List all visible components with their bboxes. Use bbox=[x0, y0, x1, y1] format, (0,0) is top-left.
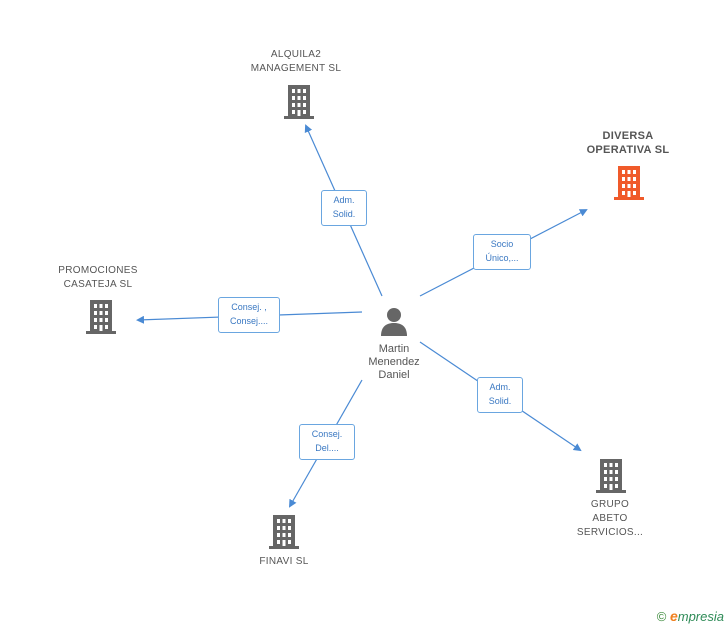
company-name-line: CASATEJA SL bbox=[63, 279, 133, 290]
relation-text: Adm. bbox=[333, 195, 355, 205]
copyright-icon: © bbox=[656, 609, 667, 624]
building-icon[interactable] bbox=[596, 459, 626, 493]
building-icon[interactable] bbox=[284, 85, 314, 119]
company-label-finavi[interactable]: FINAVI SL bbox=[234, 555, 334, 569]
building-icon[interactable] bbox=[269, 515, 299, 549]
relation-label-promociones[interactable]: Consej. , Consej.... bbox=[218, 297, 280, 333]
person-label[interactable]: Martin Menendez Daniel bbox=[346, 343, 442, 382]
company-label-alquila2[interactable]: ALQUILA2 MANAGEMENT SL bbox=[238, 48, 354, 76]
company-name-line: FINAVI SL bbox=[259, 556, 309, 567]
relation-text: Consej.... bbox=[229, 316, 269, 326]
company-label-diversa[interactable]: DIVERSA OPERATIVA SL bbox=[568, 129, 688, 157]
person-name-line: Daniel bbox=[378, 369, 410, 381]
company-name-line: ALQUILA2 bbox=[270, 49, 322, 60]
company-name-line: SERVICIOS... bbox=[576, 527, 644, 538]
relation-text: Consej. , bbox=[231, 302, 267, 312]
brand-footer[interactable]: © empresia bbox=[657, 608, 724, 624]
person-name-line: Martin bbox=[378, 343, 410, 355]
relation-text: Solid. bbox=[488, 396, 512, 406]
company-label-promociones[interactable]: PROMOCIONES CASATEJA SL bbox=[42, 264, 154, 292]
relation-label-grupo[interactable]: Adm. Solid. bbox=[477, 377, 523, 413]
person-icon[interactable] bbox=[379, 306, 409, 336]
brand-logo-rest: mpresia bbox=[677, 609, 724, 624]
relation-label-finavi[interactable]: Consej. Del.... bbox=[299, 424, 355, 460]
relation-text: Consej. bbox=[311, 429, 343, 439]
building-icon[interactable] bbox=[614, 166, 644, 200]
company-label-grupo[interactable]: GRUPO ABETO SERVICIOS... bbox=[556, 498, 664, 540]
company-name-line: DIVERSA bbox=[602, 130, 654, 142]
relation-text: Solid. bbox=[332, 209, 356, 219]
relation-label-diversa[interactable]: Socio Único,... bbox=[473, 234, 531, 270]
company-name-line: ABETO bbox=[592, 513, 628, 524]
relation-text: Del.... bbox=[315, 443, 339, 453]
person-name-line: Menendez bbox=[368, 356, 420, 368]
building-icon[interactable] bbox=[86, 300, 116, 334]
company-name-line: MANAGEMENT SL bbox=[250, 63, 342, 74]
relation-label-alquila2[interactable]: Adm. Solid. bbox=[321, 190, 367, 226]
company-name-line: PROMOCIONES bbox=[58, 265, 138, 276]
company-name-line: GRUPO bbox=[590, 499, 630, 510]
relation-text: Único,... bbox=[485, 253, 519, 263]
brand-logo-initial: e bbox=[669, 608, 678, 624]
relation-text: Socio bbox=[490, 239, 514, 249]
company-name-line: OPERATIVA SL bbox=[586, 144, 670, 156]
relation-text: Adm. bbox=[489, 382, 511, 392]
